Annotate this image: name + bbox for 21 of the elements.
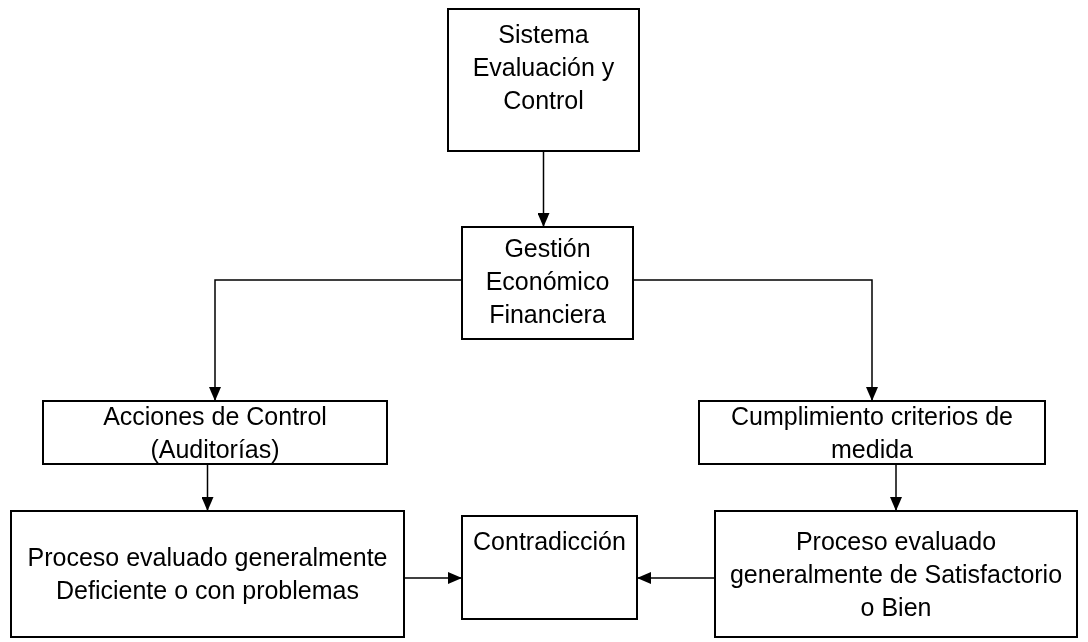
process-box (42, 400, 388, 465)
box-label: Proceso evaluado generalmente de Satisfactorio o Bien (728, 525, 1064, 623)
arrow (637, 572, 715, 584)
box-label: Gestión Económico Financiera (484, 233, 611, 330)
process-box (10, 510, 405, 638)
arrow (209, 279, 462, 401)
process-box (447, 8, 640, 152)
box-label: Proceso evaluado generalmente Deficiente o con problemas (26, 542, 389, 606)
arrow (201, 464, 214, 511)
process-box (461, 226, 634, 340)
box-label: Acciones de Control (Auditorías) (102, 400, 328, 465)
arrow (537, 151, 550, 227)
box-label: Sistema Evaluación y Control (471, 19, 616, 116)
process-box (714, 510, 1078, 638)
arrow (890, 464, 902, 511)
arrow (404, 572, 462, 584)
box-label: Contradicción (473, 526, 626, 557)
process-box (461, 515, 638, 620)
arrow (633, 279, 878, 401)
process-box (698, 400, 1046, 465)
box-label: Cumplimiento criterios de medida (729, 400, 1014, 465)
